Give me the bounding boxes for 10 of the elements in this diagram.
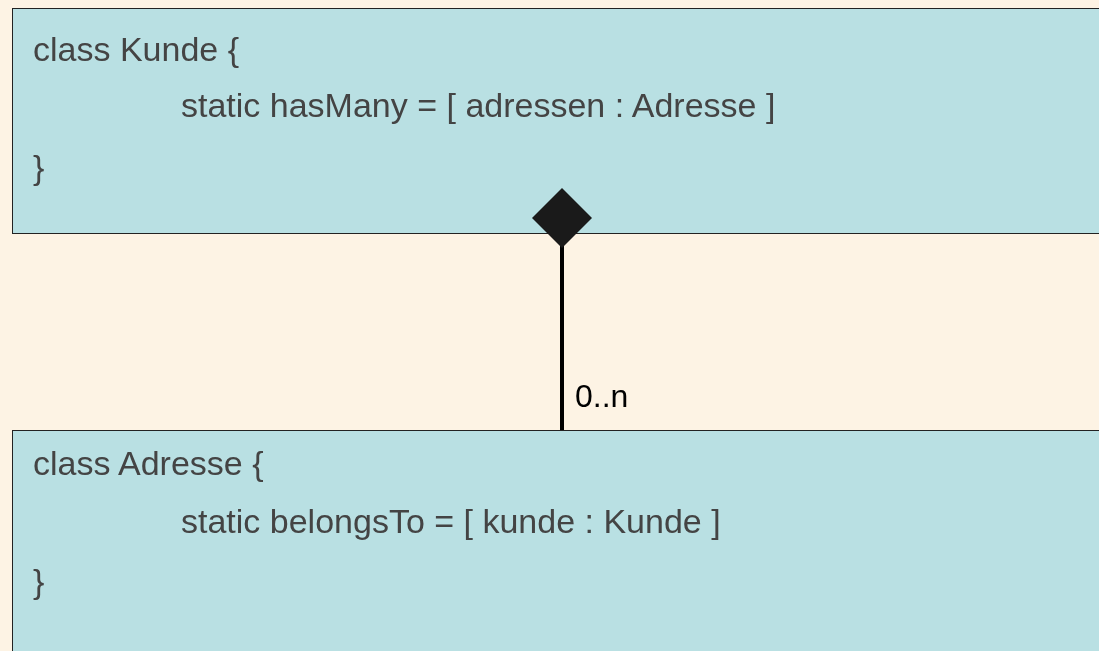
composition-line: [532, 188, 592, 430]
multiplicity-label: 0..n: [575, 378, 629, 414]
code-line: }: [33, 147, 45, 187]
code-line: }: [33, 561, 45, 601]
code-line: class Adresse {: [33, 443, 264, 483]
code-line: static belongsTo = [ kunde : Kunde ]: [181, 501, 721, 541]
code-line: class Kunde {: [33, 29, 240, 69]
code-line: static hasMany = [ adressen : Adresse ]: [181, 85, 776, 125]
class-box: [12, 8, 1099, 234]
class-box: [12, 430, 1099, 651]
